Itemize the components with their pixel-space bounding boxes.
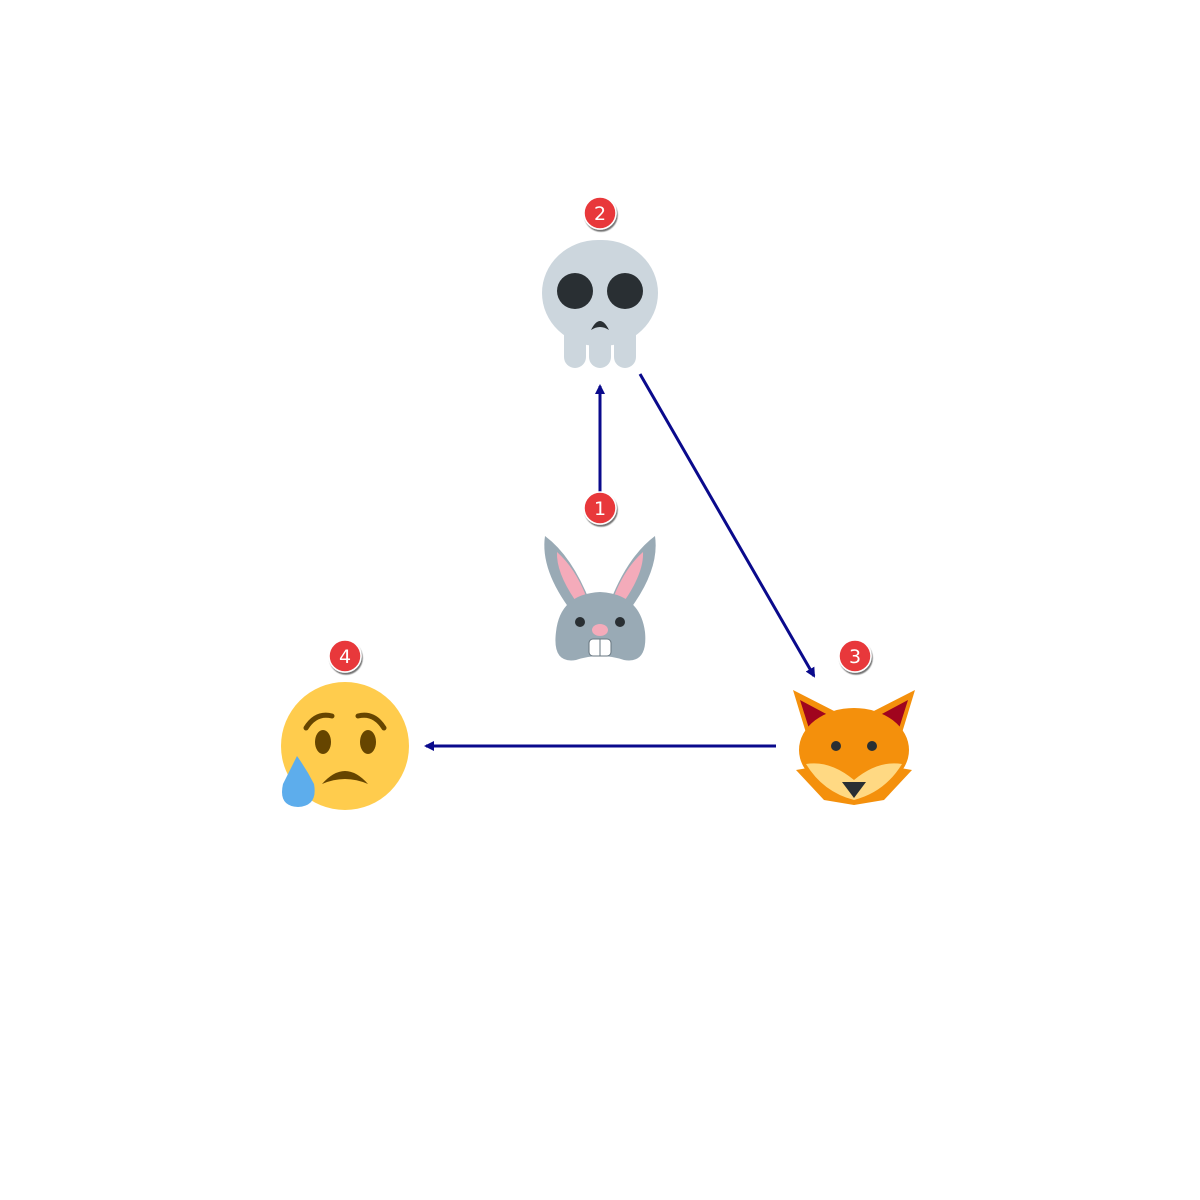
node-badge: 4 — [328, 639, 362, 673]
edge-skull-to-fox — [638, 373, 816, 678]
node-badge-label: 4 — [339, 646, 351, 668]
node-badge-label: 1 — [594, 498, 606, 520]
node-rabbit: 1 — [544, 491, 656, 661]
node-sad-face: 4 — [281, 639, 409, 810]
node-badge: 2 — [583, 196, 617, 230]
node-badge: 1 — [583, 491, 617, 525]
node-fox: 3 — [793, 639, 915, 805]
rabbit-face-icon — [544, 536, 656, 661]
skull-icon — [542, 240, 658, 368]
fox-face-icon — [793, 690, 915, 805]
node-badge-label: 2 — [594, 203, 606, 225]
node-skull: 2 — [542, 196, 658, 368]
sad-but-relieved-face-icon — [281, 682, 409, 810]
node-badge: 3 — [838, 639, 872, 673]
node-badge-label: 3 — [849, 646, 861, 668]
